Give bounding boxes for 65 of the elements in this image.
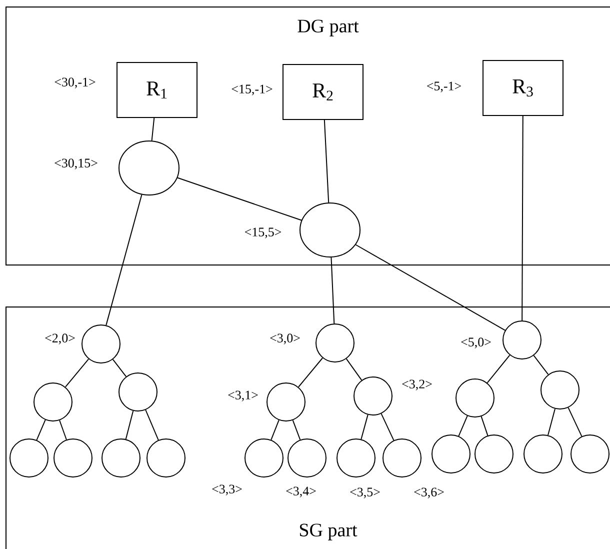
tree-circle: [316, 324, 354, 362]
connector-line: [380, 413, 394, 441]
connector-line: [346, 358, 362, 381]
connector-line: [522, 116, 524, 321]
coordinate-label: <3,4>: [286, 486, 316, 498]
tree-circle: [54, 438, 92, 478]
tree-circle: [382, 438, 422, 478]
connector-line: [360, 414, 368, 440]
connector-line: [292, 420, 301, 440]
coordinate-label: <15,5>: [244, 228, 282, 238]
connector-line: [458, 415, 468, 437]
ellipse-node: [118, 140, 180, 196]
connector-line: [106, 194, 142, 326]
connector-line: [480, 416, 488, 436]
connector-line: [486, 354, 510, 384]
coordinate-label: <3,0>: [270, 334, 300, 344]
tree-circle: [288, 438, 326, 478]
coordinate-label: <5,-1>: [427, 82, 461, 92]
rect-box: R$_{3}$: [482, 60, 564, 116]
tree-circle: [502, 320, 542, 360]
tree-circle: [474, 434, 514, 474]
tree-circle: [102, 438, 140, 478]
tree-circle: [82, 324, 120, 364]
connector-line: [145, 409, 159, 441]
tree-circle: [336, 438, 376, 478]
tree-circle: [146, 438, 186, 478]
rect-box: R$_{2}$: [282, 64, 364, 120]
connector-line: [59, 420, 67, 440]
tree-circle: [524, 434, 562, 474]
tree-circle: [456, 378, 494, 418]
connector-line: [36, 419, 46, 441]
rect-box: R$_{1}$: [116, 62, 198, 118]
connector-line: [533, 355, 549, 375]
tree-circle: [34, 382, 72, 422]
connector-line: [298, 358, 324, 388]
coordinate-label: <3,3>: [212, 484, 242, 496]
tree-circle: [118, 372, 158, 412]
connector-line: [548, 408, 556, 436]
connector-line: [355, 244, 506, 331]
connector-line: [270, 420, 280, 440]
connector-line: [64, 358, 90, 388]
tree-circle: [432, 434, 470, 474]
coordinate-label: <30,15>: [54, 158, 98, 170]
tree-circle: [540, 370, 580, 410]
connector-line: [330, 256, 335, 324]
coordinate-label: <3,1>: [228, 390, 258, 402]
connector-line: [112, 358, 127, 378]
tree-circle: [354, 376, 392, 416]
coordinate-label: <5,0>: [461, 338, 491, 348]
connector-line: [324, 120, 330, 204]
ellipse-node: [300, 202, 360, 258]
coordinate-label: <3,6>: [414, 488, 444, 498]
coordinate-label: <3,5>: [350, 488, 380, 498]
coordinate-label: <2,0>: [45, 334, 75, 344]
tree-circle: [570, 434, 610, 474]
connector-line: [177, 177, 302, 221]
tree-circle: [10, 438, 48, 478]
coordinate-label: <30,-1>: [54, 78, 96, 88]
tree-circle: [244, 438, 284, 478]
connector-line: [125, 410, 134, 440]
connector-line: [151, 118, 155, 142]
connector-line: [568, 407, 582, 437]
coordinate-label: <15,-1>: [232, 84, 272, 96]
coordinate-label: <3,2>: [402, 380, 432, 390]
tree-circle: [266, 382, 306, 422]
